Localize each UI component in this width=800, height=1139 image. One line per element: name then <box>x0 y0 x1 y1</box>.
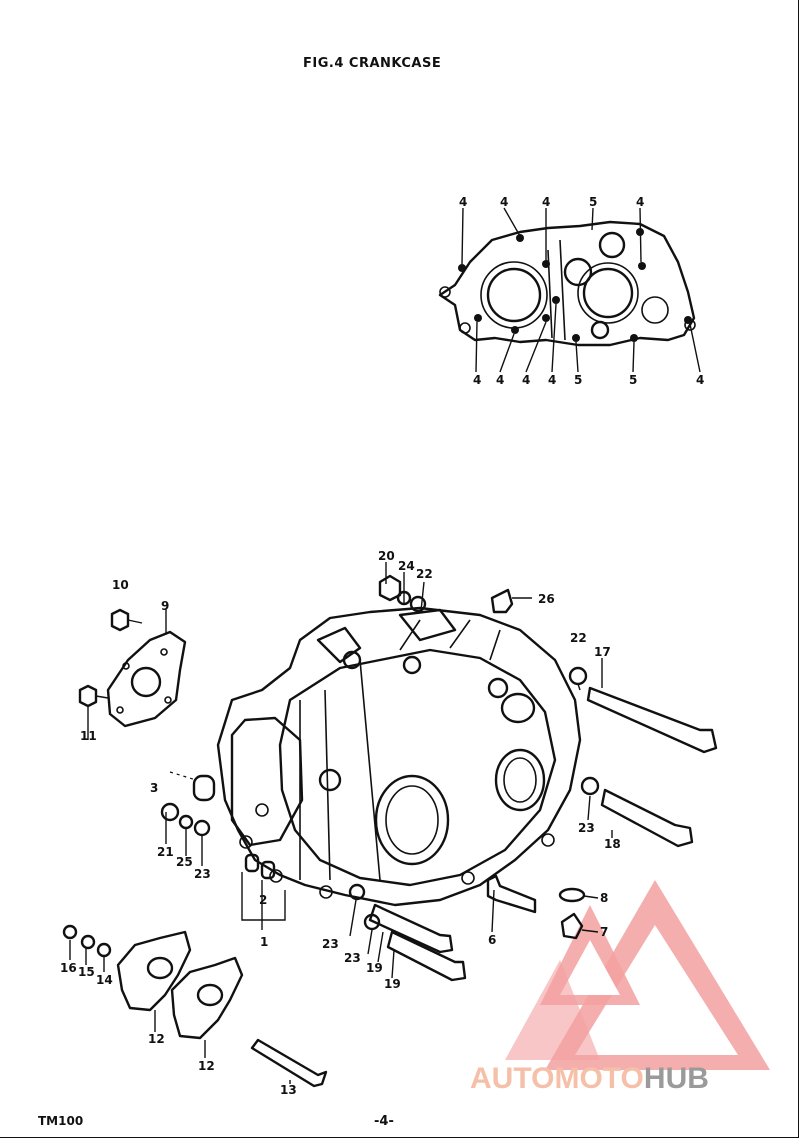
callout-12a: 12 <box>148 1032 165 1046</box>
model-code: TM100 <box>38 1114 84 1128</box>
watermark-logo <box>505 880 770 1070</box>
callout-20: 20 <box>378 549 395 563</box>
callout-3: 3 <box>150 781 158 795</box>
part-callouts: 4 4 4 5 4 4 4 4 4 4 5 5 4 1 2 3 6 7 8 9 … <box>60 195 704 1097</box>
callout-2: 2 <box>259 893 267 907</box>
crankcase-half-top-view <box>438 207 701 373</box>
callout-top: 4 <box>522 373 530 387</box>
callout-8: 8 <box>600 891 608 905</box>
callout-23a: 23 <box>194 867 211 881</box>
figure-title: FIG.4 CRANKCASE <box>303 56 442 71</box>
callout-11: 11 <box>80 729 97 743</box>
page-number: -4- <box>374 1114 394 1129</box>
callout-19a: 19 <box>366 961 383 975</box>
callout-top: 4 <box>500 195 508 209</box>
callout-top: 5 <box>574 373 582 387</box>
callout-21: 21 <box>157 845 174 859</box>
callout-25: 25 <box>176 855 193 869</box>
callout-7: 7 <box>600 925 608 939</box>
callout-22b: 22 <box>570 631 587 645</box>
callout-23d: 23 <box>578 821 595 835</box>
callout-top: 4 <box>473 373 481 387</box>
callout-13: 13 <box>280 1083 297 1097</box>
callout-top: 4 <box>459 195 467 209</box>
callout-top: 5 <box>629 373 637 387</box>
callout-12b: 12 <box>198 1059 215 1073</box>
callout-1: 1 <box>260 935 268 949</box>
callout-top: 4 <box>636 195 644 209</box>
callout-22a: 22 <box>416 567 433 581</box>
callout-top: 4 <box>548 373 556 387</box>
callout-top: 5 <box>589 195 597 209</box>
callout-17: 17 <box>594 645 611 659</box>
callout-14: 14 <box>96 973 113 987</box>
watermark-text: AUTOMOTOHUB <box>470 1062 709 1095</box>
callout-19b: 19 <box>384 977 401 991</box>
watermark-text-light: AUTOMOTO <box>470 1062 644 1095</box>
callout-10: 10 <box>112 578 129 592</box>
callout-26: 26 <box>538 592 555 606</box>
callout-9: 9 <box>161 599 169 613</box>
crankcase-exploded-view <box>62 562 718 1088</box>
callout-23c: 23 <box>344 951 361 965</box>
callout-15: 15 <box>78 965 95 979</box>
callout-16: 16 <box>60 961 77 975</box>
callout-6: 6 <box>488 933 496 947</box>
callout-top: 4 <box>496 373 504 387</box>
callout-23b: 23 <box>322 937 339 951</box>
callout-24: 24 <box>398 559 415 573</box>
callout-top: 4 <box>542 195 550 209</box>
callout-18: 18 <box>604 837 621 851</box>
callout-top: 4 <box>696 373 704 387</box>
watermark-text-dark: HUB <box>644 1062 709 1095</box>
